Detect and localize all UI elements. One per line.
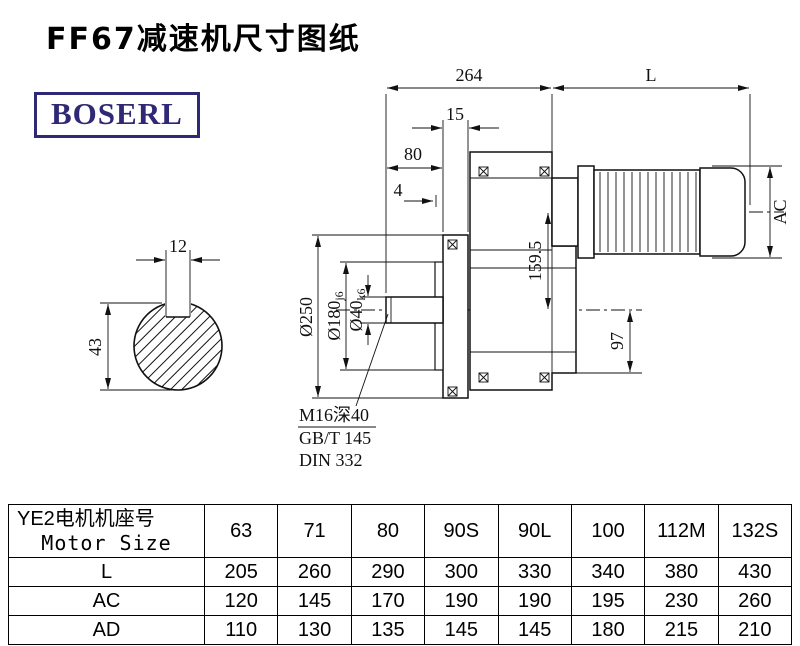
table-cell: 290 (350, 557, 426, 587)
dim-keyway-width: 12 (136, 236, 220, 263)
dim-264-label: 264 (456, 65, 483, 85)
gearbox-main-view (336, 151, 784, 399)
size-63: 63 (203, 504, 279, 558)
dim-80: 80 (387, 144, 442, 171)
table-cell: 380 (644, 557, 719, 587)
table-cell: 260 (717, 586, 793, 616)
table-cell: 300 (424, 557, 499, 587)
table-cell: 190 (424, 586, 499, 616)
dim-159-5-label: 159.5 (525, 241, 545, 282)
table-cell: 120 (203, 586, 279, 616)
dim-shaft-height: 43 (85, 302, 172, 391)
dia-180-main: Ø180 (324, 301, 344, 341)
table-cell: 145 (424, 615, 499, 645)
size-90L: 90L (497, 504, 572, 558)
dim-dia-40: Ø40k6 (346, 275, 386, 345)
dim-dia-180: Ø180j6 (324, 261, 435, 371)
table-header-row: YE2电机机座号 Motor Size 63 71 80 90S 90L 100… (8, 504, 793, 558)
size-112M: 112M (644, 504, 719, 558)
size-71: 71 (277, 504, 352, 558)
thread-note-line3: DIN 332 (299, 450, 363, 470)
bolt-holes (447, 166, 550, 397)
output-shaft (385, 296, 444, 324)
thread-note: M16深40 GB/T 145 DIN 332 (298, 313, 389, 470)
dim-dia-40-label: Ø40k6 (346, 289, 368, 332)
row-label-AD: AD (8, 615, 205, 645)
dim-97: 97 (576, 311, 642, 374)
fan-cowl (699, 167, 746, 257)
table-row-AD: AD 110 130 135 145 145 180 215 210 (8, 615, 793, 645)
table-cell: 230 (644, 586, 719, 616)
dim-AC: AC (712, 165, 790, 259)
thread-note-line2: GB/T 145 (299, 428, 371, 448)
dia-180-sub: j6 (332, 291, 346, 301)
dimensions: 264 L 15 80 4 (296, 65, 790, 470)
size-132S: 132S (717, 504, 793, 558)
motor-size-header-cell: YE2电机机座号 Motor Size (8, 504, 205, 558)
table-cell: 340 (570, 557, 646, 587)
table-cell: 195 (570, 586, 646, 616)
brand-logo: BOSERL (34, 92, 200, 138)
dia-40-main: Ø40 (346, 301, 366, 332)
dim-43-label: 43 (85, 338, 105, 356)
dim-dia-180-label: Ø180j6 (324, 291, 346, 340)
dim-dia-250: Ø250 (296, 234, 443, 399)
table-cell: 210 (717, 615, 793, 645)
table-cell: 190 (497, 586, 572, 616)
size-90S: 90S (424, 504, 499, 558)
motor-dimension-table: YE2电机机座号 Motor Size 63 71 80 90S 90L 100… (8, 504, 793, 645)
dim-12-label: 12 (169, 236, 187, 256)
table-cell: 260 (277, 557, 352, 587)
size-100: 100 (570, 504, 646, 558)
table-cell: 215 (644, 615, 719, 645)
table-cell: 145 (497, 615, 572, 645)
dim-159-5: 159.5 (525, 213, 551, 309)
dia-40-sub: k6 (354, 289, 368, 301)
table-cell: 330 (497, 557, 572, 587)
dim-L: L (553, 65, 751, 205)
dim-AC-label: AC (770, 199, 790, 224)
motor-body (593, 169, 701, 255)
thread-note-line1: M16深40 (299, 405, 369, 425)
dim-15-label: 15 (446, 104, 464, 124)
brand-text: BOSERL (51, 96, 183, 131)
table-cell: 180 (570, 615, 646, 645)
motor-adapter (551, 177, 579, 247)
row-label-AC: AC (8, 586, 205, 616)
dim-15: 15 (412, 104, 499, 232)
motor-flange (577, 165, 595, 259)
dim-97-label: 97 (607, 332, 627, 350)
dim-264: 264 (385, 65, 553, 293)
dim-4: 4 (394, 180, 437, 207)
page-title: FF67减速机尺寸图纸 (46, 22, 361, 57)
motor-cooling-fins (599, 172, 697, 252)
motor-size-label-cn: YE2电机机座号 (17, 508, 155, 530)
table-cell: 205 (203, 557, 279, 587)
dim-dia-250-label: Ø250 (296, 297, 316, 337)
dim-L-label: L (646, 65, 657, 85)
dim-4-label: 4 (394, 180, 403, 200)
table-cell: 130 (277, 615, 352, 645)
table-cell: 135 (350, 615, 426, 645)
table-cell: 170 (350, 586, 426, 616)
motor-size-label-en: Motor Size (41, 531, 172, 555)
table-cell: 430 (717, 557, 793, 587)
table-cell: 145 (277, 586, 352, 616)
shaft-section-view: 12 43 (85, 236, 223, 391)
size-80: 80 (350, 504, 426, 558)
dim-80-label: 80 (404, 144, 422, 164)
mounting-flange (442, 234, 469, 399)
table-row-AC: AC 120 145 170 190 190 195 230 260 (8, 586, 793, 616)
table-row-L: L 205 260 290 300 330 340 380 430 (8, 557, 793, 587)
row-label-L: L (8, 557, 205, 587)
table-cell: 110 (203, 615, 279, 645)
keyway-slot (165, 299, 191, 317)
